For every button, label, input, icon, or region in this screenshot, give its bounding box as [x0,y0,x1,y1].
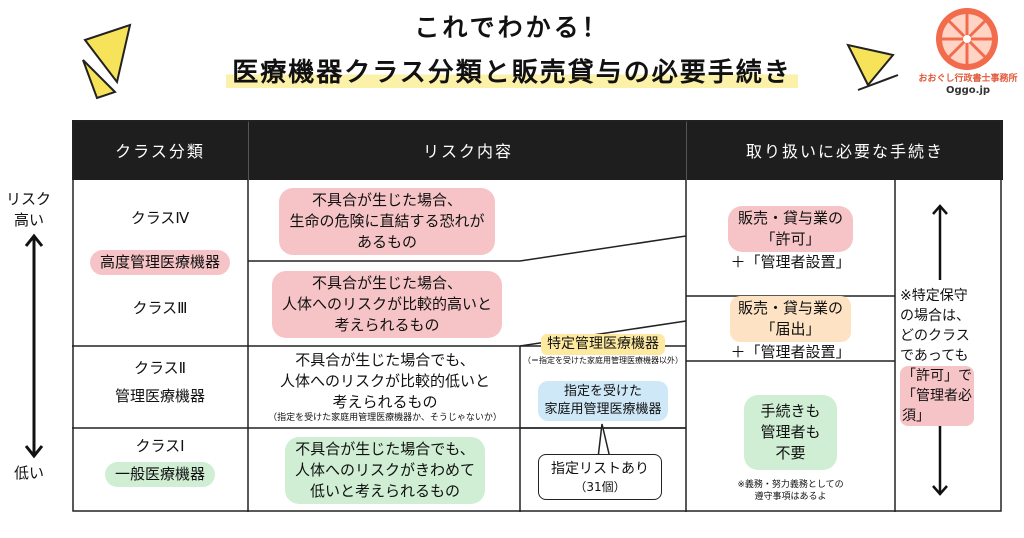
procedure-permit-line1: 販売・貸与業の [737,208,843,227]
sparkle-left-icon [82,23,132,100]
general-device-text: 一般医療機器 [104,462,215,487]
procedure-notice-box: 販売・貸与業の 「届出」 [729,295,851,342]
designated-device: 指定を受けた 家庭用管理医療機器 [520,378,686,424]
procedure-notice-line2: 「届出」 [760,319,821,338]
sparkle-right-icon [846,43,899,91]
class3-label: クラスⅢ [132,299,188,317]
controlled-device-label: 管理医療機器 [114,387,205,405]
procedure-none-line3: 不要 [775,443,806,462]
risk-class1-line2: 人体へのリスクがきわめて [294,460,475,479]
advanced-device-label: 高度管理医療機器 [72,250,248,275]
orange-logo-icon [936,8,998,70]
designated-device-line1: 指定を受けた [563,384,642,399]
note-line1: ※特定保守 [900,288,968,304]
note-line2: の場合は、 [900,308,970,324]
designated-device-line2: 家庭用管理医療機器 [544,402,662,417]
risk-class3-line2: 人体へのリスクが比較的高いと [281,294,492,313]
risk-class4: 不具合が生じた場合、 生命の危険に直結する恐れが あるもの [252,184,522,258]
risk-axis-arrow-icon [24,233,44,459]
logo-name: おおぐし行政書士事務所 [918,74,1018,84]
risk-class3: 不具合が生じた場合、 人体へのリスクが比較的高いと 考えられるもの [252,266,522,342]
procedure-permit: 販売・貸与業の 「許可」 ＋「管理者設置」 [686,184,895,294]
risk-class1: 不具合が生じた場合でも、 人体へのリスクがきわめて 低いと考えられるもの [252,432,518,508]
procedure-notice-line1: 販売・貸与業の [737,298,843,317]
class4-label: クラスⅣ [130,209,190,227]
procedure-none-box: 手続きも 管理者も 不要 [744,394,837,470]
designated-device-box: 指定を受けた 家庭用管理医療機器 [538,381,668,421]
general-device-label: 一般医療機器 [72,462,248,487]
risk-class2-line1: 不具合が生じた場合でも、 [295,351,475,369]
risk-class2-line3: 考えられるもの [332,393,438,411]
risk-class4-line2: 生命の危険に直結する恐れが [289,211,485,230]
procedure-permit-line2: 「許可」 [760,229,821,248]
procedure-none-line1: 手続きも [760,401,821,420]
classification-table: クラス分類 リスク内容 取り扱いに必要な手続き クラスⅣ 高度管理医療機器 クラ… [72,120,1003,512]
special-device-note: （＝指定を受けた家庭用管理医療機器以外） [523,356,683,365]
logo-site: Oggo.jp [945,85,991,96]
class1-label: クラスⅠ [135,437,185,455]
special-device-text: 特定管理医療機器 [541,334,665,355]
risk-class2: 不具合が生じた場合でも、 人体へのリスクが比較的低いと 考えられるもの （指定を… [252,348,518,426]
header-procedure: 取り扱いに必要な手続き [686,120,1003,180]
procedure-none-line2: 管理者も [760,422,821,441]
risk-class3-line3: 考えられるもの [334,315,440,334]
page-title-text: 医療機器クラス分類と販売貸与の必要手続き [226,58,798,88]
procedure-notice-line3: ＋「管理者設置」 [730,342,851,361]
logo-text: おおぐし行政書士事務所 Oggo.jp [918,74,1018,96]
note-arrow-down-icon [932,426,948,496]
risk-high-label: 高い [14,211,45,229]
risk-class1-line1: 不具合が生じた場合でも、 [295,439,475,458]
note-highlight: 「許可」で 「管理者必 須」 [900,366,974,426]
risk-class1-box: 不具合が生じた場合でも、 人体へのリスクがきわめて 低いと考えられるもの [284,436,485,504]
bubble-pointer-icon [597,423,611,458]
risk-class2-line2: 人体へのリスクが比較的低いと [279,372,490,390]
risk-class4-line1: 不具合が生じた場合、 [311,190,462,209]
procedure-permit-box: 販売・貸与業の 「許可」 [727,205,853,252]
risk-class3-box: 不具合が生じた場合、 人体へのリスクが比較的高いと 考えられるもの [271,270,502,338]
page-title-line2: 医療機器クラス分類と販売貸与の必要手続き [0,52,1024,89]
risk-class1-line3: 低いと考えられるもの [309,481,460,500]
note-line5: 「許可」で [902,368,972,384]
procedure-none-note: ※義務・努力義務としての 遵守事項はあるよ [686,476,895,506]
special-maintenance-note: ※特定保守 の場合は、 どのクラス であっても 「許可」で 「管理者必 須」 [900,286,1000,426]
procedure-none-note-line2: 遵守事項はあるよ [754,492,827,502]
bubble-line2: （31個） [574,480,626,494]
note-line3: どのクラス [900,328,970,344]
procedure-none: 手続きも 管理者も 不要 [686,388,895,476]
special-device: 特定管理医療機器 （＝指定を受けた家庭用管理医療機器以外） [520,328,686,372]
procedure-notice: 販売・貸与業の 「届出」 ＋「管理者設置」 [686,295,895,361]
risk-class3-line1: 不具合が生じた場合、 [311,273,462,292]
class2-label: クラスⅡ [133,359,187,377]
note-line4: であっても [900,348,969,364]
risk-axis-label: リスク [6,190,52,208]
procedure-none-note-line1: ※義務・努力義務としての [737,480,844,490]
risk-class4-box: 不具合が生じた場合、 生命の危険に直結する恐れが あるもの [279,187,495,255]
header-risk: リスク内容 [248,120,687,180]
procedure-permit-line3: ＋「管理者設置」 [730,252,851,271]
designated-list-bubble: 指定リストあり （31個） [538,454,662,500]
header-class: クラス分類 [72,120,248,180]
bubble-line1: 指定リストあり [551,461,649,477]
page-title-line1: これでわかる！ [414,13,610,42]
advanced-device-text: 高度管理医療機器 [89,250,230,275]
note-line7: 須」 [902,408,930,424]
risk-class2-note: （指定を受けた家庭用管理医療機器か、そうじゃないか） [268,413,502,423]
note-line6: 「管理者必 [902,388,972,404]
note-arrow-up-icon [932,204,948,280]
risk-class4-line3: あるもの [356,232,417,251]
risk-low-label: 低い [14,464,45,482]
